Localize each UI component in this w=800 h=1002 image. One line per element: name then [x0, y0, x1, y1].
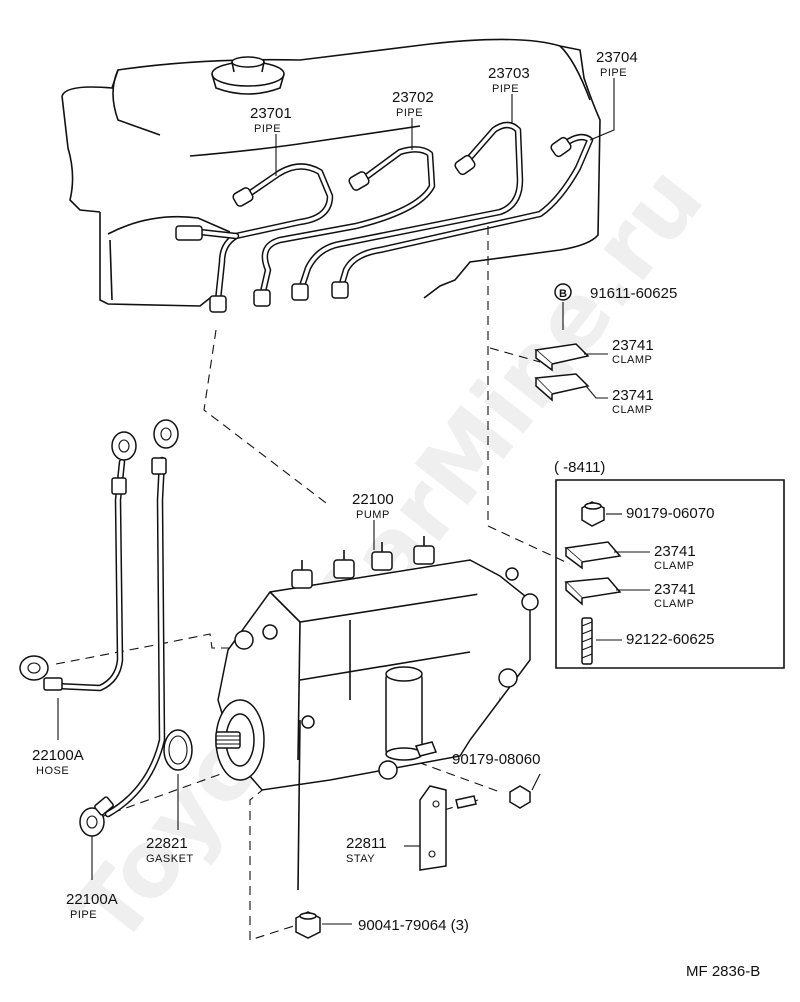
part-name-22811: STAY	[346, 853, 375, 865]
part-number-90041-79064: 90041-79064 (3)	[358, 917, 469, 934]
part-number-23741-box-upper: 23741	[654, 543, 696, 560]
diagram-code: MF 2836-B	[686, 963, 760, 980]
return-hose-and-pipe	[19, 419, 193, 880]
clamp-group-upper: B	[489, 283, 608, 402]
part-number-23741-lower: 23741	[612, 387, 654, 404]
plug-90041-79064	[295, 911, 352, 939]
part-name-23704: PIPE	[600, 67, 627, 79]
bolt-badge-icon	[554, 283, 572, 301]
part-number-23704: 23704	[596, 49, 638, 66]
part-name-23703: PIPE	[492, 83, 519, 95]
part-number-23701: 23701	[250, 105, 292, 122]
part-number-23741-box-lower: 23741	[654, 581, 696, 598]
part-number-22100a-pipe: 22100A	[66, 891, 118, 908]
part-number-91611-60625: 91611-60625	[590, 285, 677, 302]
engine-head-outline	[61, 38, 601, 307]
part-number-22821: 22821	[146, 835, 188, 852]
part-name-22100a-pipe: PIPE	[70, 909, 97, 921]
part-number-92122-60625: 92122-60625	[626, 631, 714, 648]
bracket-range: ( -8411)	[554, 459, 605, 476]
part-name-23741-upper: CLAMP	[612, 354, 652, 366]
part-labels: 23701 PIPE 23702 PIPE 23703 PIPE 23704 P…	[32, 49, 760, 980]
part-number-90179-06070: 90179-06070	[626, 505, 714, 522]
nut-90179-08060	[509, 773, 541, 809]
part-name-23741-box-upper: CLAMP	[654, 560, 694, 572]
part-name-23741-lower: CLAMP	[612, 404, 652, 416]
part-number-22811: 22811	[346, 835, 387, 852]
part-name-23741-box-lower: CLAMP	[654, 598, 694, 610]
injection-pump	[215, 520, 539, 891]
part-number-22100: 22100	[352, 491, 394, 508]
pipe-leaders	[275, 78, 615, 176]
part-number-23741-upper: 23741	[612, 337, 654, 354]
injection-pipes	[196, 121, 594, 304]
variant-bracket: ( -8411)	[554, 459, 785, 669]
part-number-23703: 23703	[488, 65, 530, 82]
part-name-22100a-hose: HOSE	[36, 765, 69, 777]
part-name-22821: GASKET	[146, 853, 194, 865]
part-name-23702: PIPE	[396, 107, 423, 119]
pipe-nuts	[175, 136, 572, 313]
part-number-23702: 23702	[392, 89, 434, 106]
badge-letter: B	[559, 288, 567, 300]
part-number-90179-08060: 90179-08060	[452, 751, 540, 768]
part-number-22100a-hose: 22100A	[32, 747, 84, 764]
part-name-22100: PUMP	[356, 509, 390, 521]
stay-bracket	[404, 785, 477, 871]
part-name-23701: PIPE	[254, 123, 281, 135]
